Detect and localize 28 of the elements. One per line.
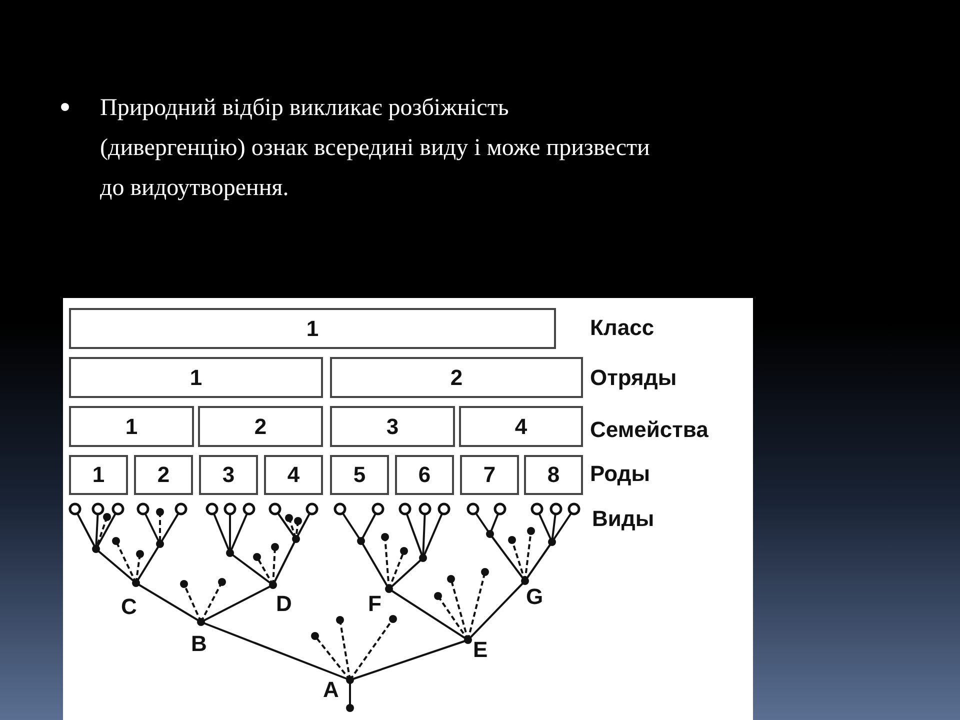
genus-box: 3 xyxy=(199,455,258,495)
genus-box: 7 xyxy=(460,455,519,495)
family-box: 3 xyxy=(330,406,455,447)
node-letter: E xyxy=(473,638,488,662)
rank-label: Класс xyxy=(590,316,654,340)
genus-box: 4 xyxy=(264,455,323,495)
family-box: 2 xyxy=(198,406,323,447)
order-box: 2 xyxy=(330,357,583,398)
genus-box: 5 xyxy=(330,455,389,495)
rank-label: Роды xyxy=(590,462,650,486)
class-box: 1 xyxy=(69,308,556,349)
node-letter: F xyxy=(368,592,382,616)
rank-label: Виды xyxy=(592,507,654,531)
genus-box: 2 xyxy=(134,455,193,495)
node-letter: G xyxy=(526,585,544,609)
bullet-text: Природний відбір викликає розбіжність (дивергенцію) ознак всередині виду і може призвести до видоутворення. xyxy=(100,94,651,203)
genus-box: 1 xyxy=(69,455,128,495)
rank-label: Семейства xyxy=(590,418,708,442)
rank-label: Отряды xyxy=(590,366,677,390)
node-letter: C xyxy=(121,595,137,619)
node-letter: D xyxy=(276,592,292,616)
order-box: 1 xyxy=(69,357,323,398)
genus-box: 6 xyxy=(395,455,454,495)
family-box: 1 xyxy=(69,406,194,447)
family-box: 4 xyxy=(459,406,583,447)
node-letter: B xyxy=(191,632,207,656)
genus-box: 8 xyxy=(524,455,583,495)
node-letter: A xyxy=(323,678,339,702)
